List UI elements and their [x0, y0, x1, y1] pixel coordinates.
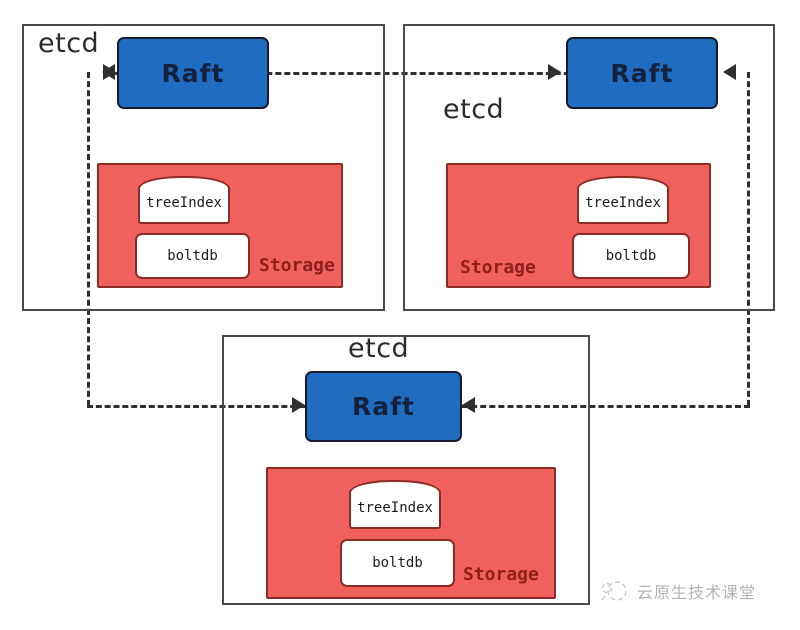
boltdb-box-bottom[interactable]: boltdb — [340, 539, 455, 587]
boltdb-box-bottom-label: boltdb — [372, 555, 423, 571]
raft-box-top-right[interactable]: Raft — [566, 37, 718, 109]
watermark-text: 云原生技术课堂 — [637, 583, 757, 602]
etcd-node-top-left-label: etcd — [38, 28, 100, 59]
etcd-node-top-right-label: etcd — [443, 94, 505, 125]
boltdb-box-top-right-label: boltdb — [605, 248, 657, 264]
treeindex-box-top-left-label: treeIndex — [146, 195, 222, 211]
treeindex-box-top-left[interactable]: treeIndex — [138, 176, 230, 224]
treeindex-box-top-right-label: treeIndex — [585, 195, 661, 211]
raft-box-top-left-label: Raft — [161, 58, 225, 88]
connector-topright-bottom-horizontal — [462, 405, 750, 408]
etcd-node-top-left — [22, 24, 385, 311]
treeindex-box-bottom[interactable]: treeIndex — [349, 480, 441, 529]
raft-box-top-left[interactable]: Raft — [117, 37, 269, 109]
connector-topleft-topright-line — [104, 72, 660, 75]
connector-topleft-bottom-horizontal — [87, 405, 305, 408]
connector-bottom-raft-arrow-in-left — [292, 397, 305, 413]
raft-box-bottom[interactable]: Raft — [305, 371, 462, 442]
boltdb-box-top-left-label: boltdb — [167, 248, 218, 264]
storage-box-bottom[interactable]: treeIndex boltdb Storage — [266, 467, 556, 599]
raft-box-top-right-label: Raft — [610, 58, 674, 88]
storage-label-top-right: Storage — [460, 257, 536, 278]
connector-bottom-raft-arrow-in-right — [462, 397, 475, 413]
storage-box-top-right[interactable]: treeIndex boltdb Storage — [446, 163, 711, 288]
boltdb-box-top-right[interactable]: boltdb — [572, 233, 690, 279]
etcd-node-top-right — [403, 24, 775, 311]
raft-box-bottom-label: Raft — [352, 392, 415, 421]
treeindex-box-top-right[interactable]: treeIndex — [577, 176, 669, 224]
connector-topleft-raft-arrow-in — [103, 64, 116, 80]
etcd-node-bottom — [222, 335, 590, 605]
etcd-node-bottom-label: etcd — [348, 333, 410, 364]
treeindex-box-bottom-label: treeIndex — [357, 499, 433, 516]
watermark: 云原生技术课堂 — [600, 578, 756, 604]
connector-topleft-bottom-vertical — [87, 72, 90, 406]
connector-topright-bottom-vertical — [747, 72, 750, 406]
cloud-icon — [600, 578, 630, 604]
storage-label-top-left: Storage — [259, 255, 335, 276]
storage-label-bottom: Storage — [463, 564, 539, 585]
connector-topleft-topright-arrow-right — [548, 64, 561, 80]
boltdb-box-top-left[interactable]: boltdb — [135, 233, 250, 279]
connector-topright-raft-arrow-in — [723, 64, 736, 80]
storage-box-top-left[interactable]: treeIndex boltdb Storage — [97, 163, 343, 288]
